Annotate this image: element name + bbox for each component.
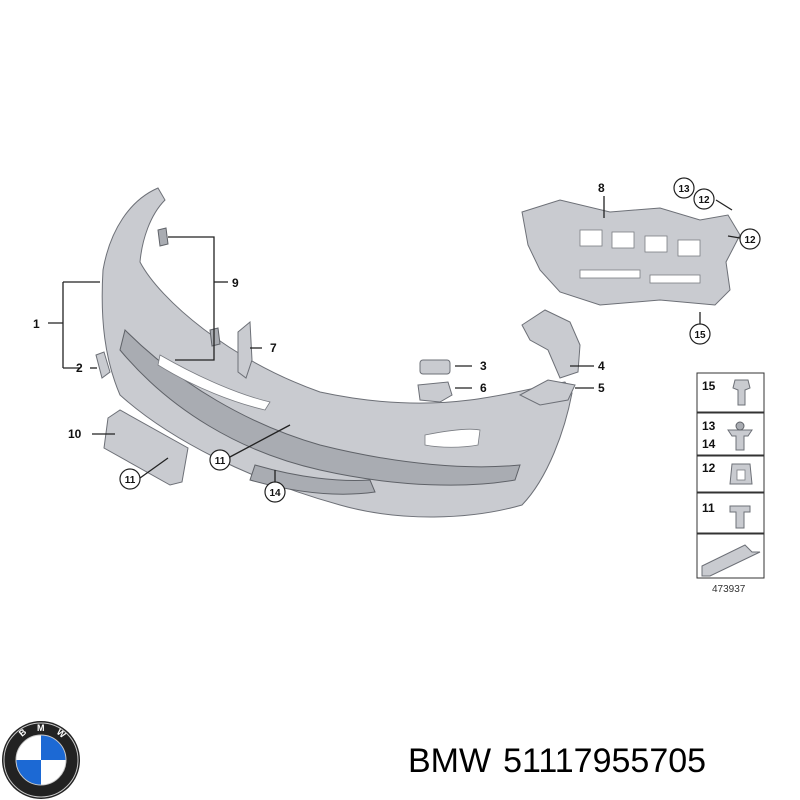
svg-text:13: 13 <box>678 184 690 195</box>
callout-1: 1 <box>33 317 40 331</box>
cover-cap <box>419 359 451 375</box>
callout-3: 3 <box>480 359 487 373</box>
support-bracket <box>521 199 741 306</box>
callout-4: 4 <box>598 359 605 373</box>
clip-upper <box>157 227 169 247</box>
callout-10: 10 <box>68 427 82 441</box>
svg-text:14: 14 <box>269 488 281 499</box>
callout-5: 5 <box>598 381 605 395</box>
svg-text:15: 15 <box>694 330 706 341</box>
callout-12-top: 12 <box>693 188 715 210</box>
callout-7: 7 <box>270 341 277 355</box>
svg-text:12: 12 <box>744 235 756 246</box>
bumper-cover <box>101 187 573 518</box>
svg-text:13: 13 <box>702 419 716 433</box>
clip-lower <box>209 327 221 347</box>
bmw-logo: B M W <box>2 721 80 799</box>
svg-text:M: M <box>37 723 45 733</box>
tow-eye-cover <box>417 381 453 403</box>
callout-12-right: 12 <box>739 228 761 250</box>
callout-6: 6 <box>480 381 487 395</box>
plate-holder <box>103 409 189 486</box>
svg-text:12: 12 <box>698 195 710 206</box>
svg-text:15: 15 <box>702 379 716 393</box>
callout-8: 8 <box>598 181 605 195</box>
part-number: 51117955705 <box>503 742 707 780</box>
callout-9: 9 <box>232 276 239 290</box>
callout-2: 2 <box>76 361 83 375</box>
side-bracket <box>518 309 581 406</box>
callout-15: 15 <box>689 323 711 345</box>
svg-text:14: 14 <box>702 437 716 451</box>
callout-11-center: 11 <box>209 449 231 471</box>
callout-14: 14 <box>264 481 286 503</box>
svg-text:11: 11 <box>215 456 226 467</box>
svg-text:B: B <box>17 726 29 738</box>
part-caption: BMW 51117955705 <box>408 742 718 781</box>
diagram-reference: 473937 <box>712 584 746 595</box>
fastener-legend: 15 13 14 12 11 473937 <box>696 372 765 595</box>
svg-text:11: 11 <box>125 475 136 486</box>
small-bracket <box>95 351 111 379</box>
svg-text:12: 12 <box>702 461 716 475</box>
svg-text:11: 11 <box>702 501 715 515</box>
callout-11-left: 11 <box>119 468 141 490</box>
mount-bracket <box>237 320 253 379</box>
brand-name: BMW <box>408 742 492 780</box>
callout-13: 13 <box>673 177 695 199</box>
